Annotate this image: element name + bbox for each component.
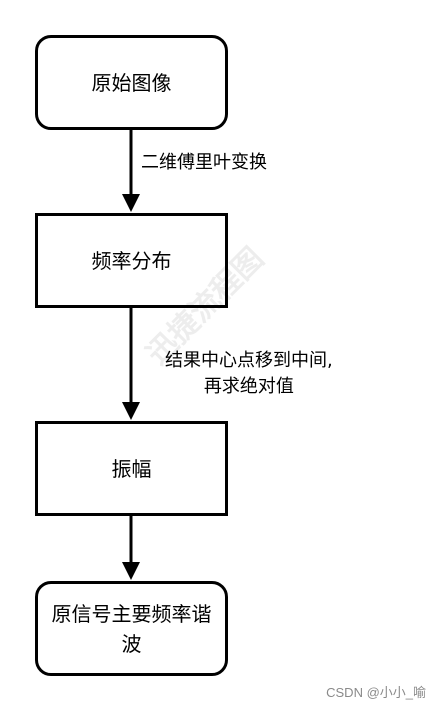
node-amplitude: 振幅	[35, 421, 228, 516]
node-frequency-distribution: 频率分布	[35, 213, 228, 308]
edge-label-center-abs: 结果中心点移到中间, 再求绝对值	[165, 348, 333, 400]
node-label: 振幅	[111, 456, 152, 481]
node-label: 原始图像	[91, 70, 172, 95]
node-label: 频率分布	[91, 248, 172, 273]
edge-label-fourier: 二维傅里叶变换	[141, 152, 267, 173]
edge-label-line2: 再求绝对值	[203, 376, 294, 397]
credit-text: CSDN @小小_喻	[326, 685, 426, 700]
edge-2-arrow	[122, 308, 140, 420]
node-main-frequency-harmonics: 原信号主要频率谐 波	[35, 581, 228, 676]
node-label-line1: 原信号主要频率谐	[51, 601, 212, 626]
node-original-image: 原始图像	[35, 35, 228, 130]
edge-1-arrow	[122, 130, 140, 212]
node-label-block: 原信号主要频率谐 波	[48, 599, 216, 659]
node-label-line2: 波	[121, 631, 142, 656]
edge-label-line1: 结果中心点移到中间,	[165, 350, 333, 371]
edge-3-arrow	[122, 516, 140, 580]
